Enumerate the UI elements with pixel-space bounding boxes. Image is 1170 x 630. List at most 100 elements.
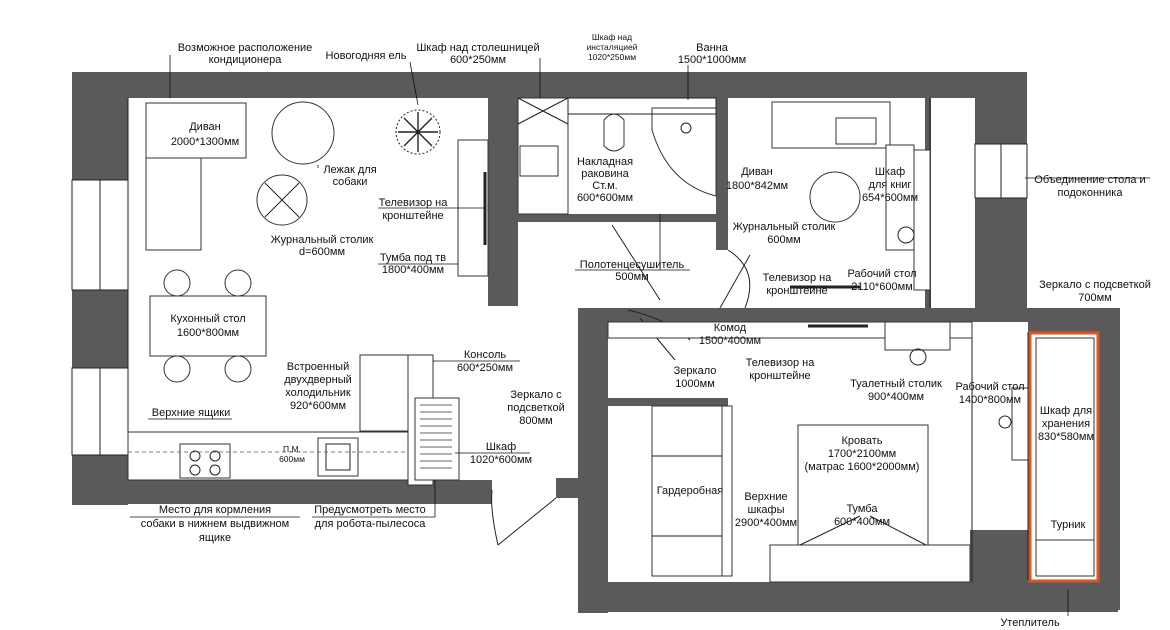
label-upper-boxes: Верхние ящики xyxy=(152,407,230,419)
svg-text:800мм: 800мм xyxy=(519,415,552,427)
label-bar: Турник xyxy=(1051,519,1086,531)
svg-text:1000мм: 1000мм xyxy=(675,378,715,390)
svg-text:1020*600мм: 1020*600мм xyxy=(470,454,532,466)
label-tree: Новогодняя ель xyxy=(326,50,407,62)
label-sofa-2: Диван xyxy=(741,166,773,178)
kitchen-table xyxy=(149,269,267,383)
label-robot: Предусмотреть место xyxy=(314,504,426,516)
svg-text:1500*1000мм: 1500*1000мм xyxy=(678,54,746,66)
svg-text:подсветкой: подсветкой xyxy=(507,402,564,414)
svg-text:инсталяцией: инсталяцией xyxy=(587,42,638,52)
work-table-2 xyxy=(998,387,1029,461)
coffee-table-2 xyxy=(809,171,861,223)
storage-highlight xyxy=(1028,331,1100,583)
coffee-table-1 xyxy=(256,174,308,226)
svg-text:кронштейне: кронштейне xyxy=(382,210,443,222)
svg-text:хранения: хранения xyxy=(1042,418,1090,430)
svg-text:Ст.м.: Ст.м. xyxy=(592,180,617,192)
label-mirror: Зеркало xyxy=(674,365,717,377)
svg-text:кронштейне: кронштейне xyxy=(766,285,827,297)
svg-text:1020*250мм: 1020*250мм xyxy=(588,52,636,62)
label-fridge: Встроенный xyxy=(287,361,349,373)
svg-text:подоконника: подоконника xyxy=(1058,187,1124,199)
svg-text:1500*400мм: 1500*400мм xyxy=(699,335,761,347)
label-insulation: Утеплитель xyxy=(1000,617,1060,629)
svg-text:шкафы: шкафы xyxy=(748,504,785,516)
svg-text:кронштейне: кронштейне xyxy=(749,370,810,382)
label-work-table-2: Рабочий стол xyxy=(955,381,1024,393)
svg-text:500мм: 500мм xyxy=(615,271,648,283)
svg-text:1800*842мм: 1800*842мм xyxy=(726,180,788,192)
svg-text:собаки: собаки xyxy=(333,176,368,188)
dog-bed xyxy=(271,101,335,165)
svg-text:830*580мм: 830*580мм xyxy=(1038,431,1094,443)
label-dishwasher: П.М. xyxy=(283,444,301,454)
svg-text:900*400мм: 900*400мм xyxy=(868,391,924,403)
fridge xyxy=(359,354,409,432)
label-dresser: Комод xyxy=(714,322,747,334)
svg-text:ящике: ящике xyxy=(199,532,231,544)
svg-text:раковина: раковина xyxy=(581,168,629,180)
svg-text:2110*600мм: 2110*600мм xyxy=(851,281,912,293)
svg-text:для робота-пылесоса: для робота-пылесоса xyxy=(315,518,427,530)
svg-text:600*250мм: 600*250мм xyxy=(457,362,513,374)
label-walkin: Гардеробная xyxy=(657,485,724,497)
work-table-1 xyxy=(913,149,931,291)
kitchen-counter xyxy=(127,431,409,481)
walls xyxy=(72,72,1120,613)
svg-text:холодильник: холодильник xyxy=(285,387,351,399)
label-tv-2: Телевизор на xyxy=(763,272,833,284)
vanity xyxy=(884,321,951,351)
label-bed: Кровать xyxy=(841,435,882,447)
label-coffee-table-1: Журнальный столик xyxy=(271,234,374,246)
label-tv-3: Телевизор на xyxy=(746,357,816,369)
walkin-closet xyxy=(651,405,733,577)
svg-text:600*400мм: 600*400мм xyxy=(834,516,890,528)
label-nightstand: Тумба xyxy=(846,503,878,515)
label-upper-cabinets: Верхние xyxy=(744,491,787,503)
svg-text:1800*400мм: 1800*400мм xyxy=(382,264,444,276)
svg-text:1400*800мм: 1400*800мм xyxy=(959,394,1021,406)
label-sink: Накладная xyxy=(577,156,633,168)
label-bookcase: Шкаф xyxy=(875,166,905,178)
label-vanity: Туалетный столик xyxy=(850,378,942,390)
label-towel-rail: Полотенцесушитель xyxy=(580,259,685,271)
tree-icon xyxy=(395,109,441,155)
sofa-1 xyxy=(145,102,247,251)
svg-text:600*250мм: 600*250мм xyxy=(450,54,506,66)
bathroom-fixtures xyxy=(517,97,717,215)
label-dog-feeding: Место для кормления xyxy=(159,504,271,516)
svg-text:920*600мм: 920*600мм xyxy=(290,400,346,412)
svg-text:2000*1300мм: 2000*1300мм xyxy=(171,136,239,148)
svg-text:2900*400мм: 2900*400мм xyxy=(735,517,797,529)
label-tv-1: Телевизор на xyxy=(379,197,449,209)
wardrobe-1 xyxy=(414,397,460,481)
label-kitchen-table: Кухонный стол xyxy=(170,313,245,325)
svg-text:двухдверный: двухдверный xyxy=(284,374,352,386)
svg-text:600*600мм: 600*600мм xyxy=(577,192,633,204)
svg-text:600мм: 600мм xyxy=(767,234,800,246)
label-mirror-light-1: Зеркало с xyxy=(510,389,562,401)
svg-text:(матрас 1600*2000мм): (матрас 1600*2000мм) xyxy=(805,461,920,473)
bookcase xyxy=(885,144,915,251)
bed xyxy=(769,424,971,583)
svg-text:654*600мм: 654*600мм xyxy=(862,192,918,204)
svg-text:кондиционера: кондиционера xyxy=(209,54,283,66)
dresser xyxy=(607,321,973,339)
label-storage: Шкаф для xyxy=(1040,405,1092,417)
label-cabinet-top: Шкаф над столешницей xyxy=(416,42,539,54)
labels: Возможное расположение кондиционера Ново… xyxy=(130,32,1151,629)
label-tv-stand: Тумба под тв xyxy=(380,252,446,264)
svg-text:d=600мм: d=600мм xyxy=(299,246,345,258)
label-cabinet-install: Шкаф над xyxy=(592,32,632,42)
label-mirror-light-2: Зеркало с подсветкой xyxy=(1039,279,1151,291)
label-sofa: Диван xyxy=(189,121,221,133)
sofa-2 xyxy=(771,101,891,149)
label-coffee-table-2: Журнальный столик xyxy=(733,221,836,233)
label-wardrobe-1: Шкаф xyxy=(486,441,516,453)
svg-text:1700*2100мм: 1700*2100мм xyxy=(828,448,896,460)
label-conditioner: Возможное расположение xyxy=(178,42,313,54)
svg-text:1600*800мм: 1600*800мм xyxy=(177,327,239,339)
svg-text:700мм: 700мм xyxy=(1078,292,1111,304)
